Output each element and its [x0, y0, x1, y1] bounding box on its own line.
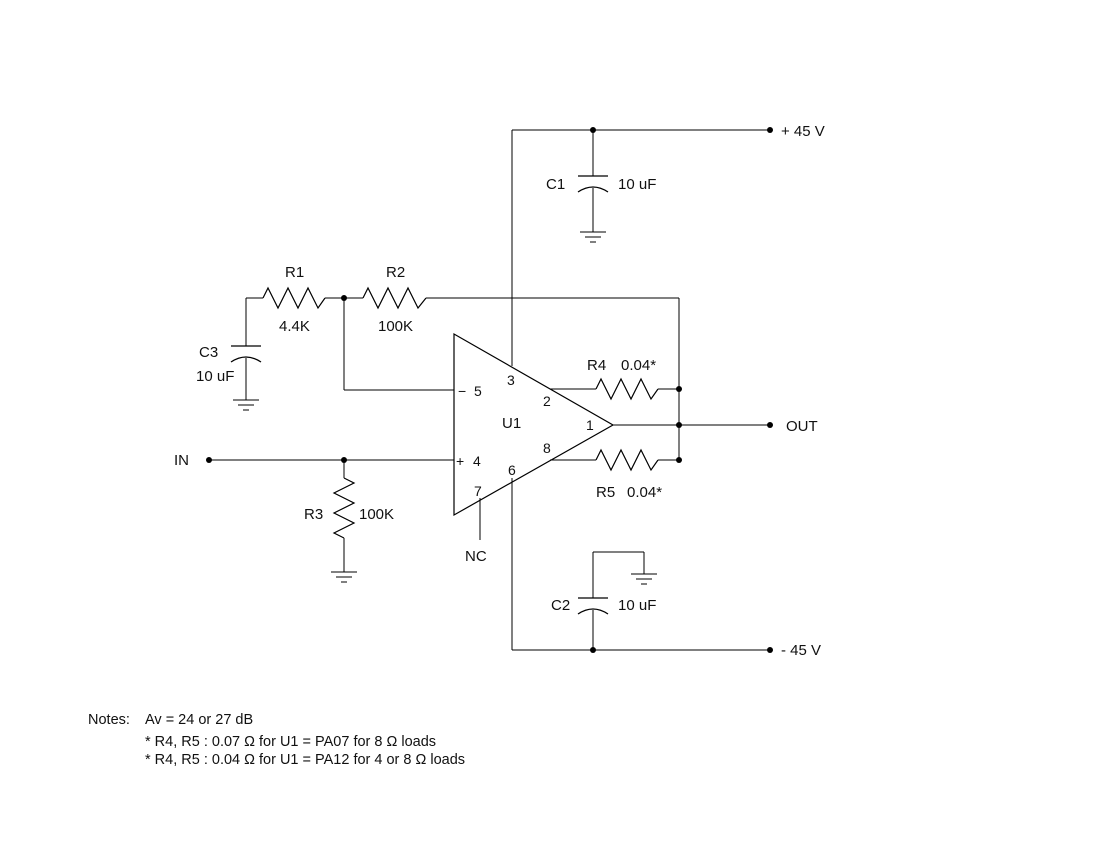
r4-ref-label: R4: [587, 357, 606, 374]
terminal-negative-supply: [767, 647, 773, 653]
terminal-output: [767, 422, 773, 428]
junction-dot: [341, 295, 347, 301]
ground-icon-r3: [331, 571, 357, 583]
r4-value-label: 0.04*: [621, 357, 656, 374]
nc-label: NC: [465, 548, 487, 565]
notes-line-pa07: * R4, R5 : 0.07 Ω for U1 = PA07 for 8 Ω …: [145, 734, 436, 750]
junction-dot: [676, 422, 682, 428]
c3-ref-label: C3: [199, 344, 218, 361]
r3-value-label: 100K: [359, 506, 394, 523]
notes-line-gain: Av = 24 or 27 dB: [145, 712, 253, 728]
ground-icon-c1: [580, 231, 606, 243]
notes-line-pa12: * R4, R5 : 0.04 Ω for U1 = PA12 for 4 or…: [145, 752, 465, 768]
opamp-ref: U1: [502, 415, 521, 432]
pin-5-label: 5: [474, 383, 482, 399]
capacitor-c3: [230, 345, 262, 363]
junction-dot: [676, 386, 682, 392]
opamp-triangle: [453, 332, 615, 517]
wires: [209, 129, 770, 651]
negative-supply-label: - 45 V: [781, 642, 821, 659]
c1-value-label: 10 uF: [618, 176, 656, 193]
terminal-input: [206, 457, 212, 463]
r5-ref-label: R5: [596, 484, 615, 501]
ground-icon-c2: [631, 573, 657, 585]
pin-8-label: 8: [543, 440, 551, 456]
pin-7-label: 7: [474, 483, 482, 499]
c2-value-label: 10 uF: [618, 597, 656, 614]
r2-value-label: 100K: [378, 318, 413, 335]
resistor-r4: [595, 377, 659, 401]
junction-dot: [676, 457, 682, 463]
c3-value-label: 10 uF: [196, 368, 234, 385]
positive-supply-label: + 45 V: [781, 123, 825, 140]
junctions: [206, 127, 773, 653]
resistor-r3: [332, 477, 356, 539]
junction-dot: [341, 457, 347, 463]
terminal-positive-supply: [767, 127, 773, 133]
opamp-inverting-symbol: −: [458, 383, 466, 399]
ground-icon-c3: [233, 399, 259, 411]
junction-dot: [590, 127, 596, 133]
junction-dot: [590, 647, 596, 653]
capacitor-c2: [577, 597, 609, 615]
pin-2-label: 2: [543, 393, 551, 409]
c1-ref-label: C1: [546, 176, 565, 193]
capacitor-c1: [577, 175, 609, 193]
opamp-noninverting-symbol: +: [456, 453, 464, 469]
r3-ref-label: R3: [304, 506, 323, 523]
r2-ref-label: R2: [386, 264, 405, 281]
input-label: IN: [174, 452, 189, 469]
resistor-r5: [595, 448, 659, 472]
r1-value-label: 4.4K: [279, 318, 310, 335]
resistor-r1: [262, 286, 326, 310]
r1-ref-label: R1: [285, 264, 304, 281]
output-label: OUT: [786, 418, 818, 435]
c2-ref-label: C2: [551, 597, 570, 614]
resistor-r2: [362, 286, 427, 310]
pin-1-label: 1: [586, 417, 594, 433]
notes-heading: Notes:: [88, 712, 130, 728]
pin-6-label: 6: [508, 462, 516, 478]
r5-value-label: 0.04*: [627, 484, 662, 501]
pin-4-label: 4: [473, 453, 481, 469]
pin-3-label: 3: [507, 372, 515, 388]
